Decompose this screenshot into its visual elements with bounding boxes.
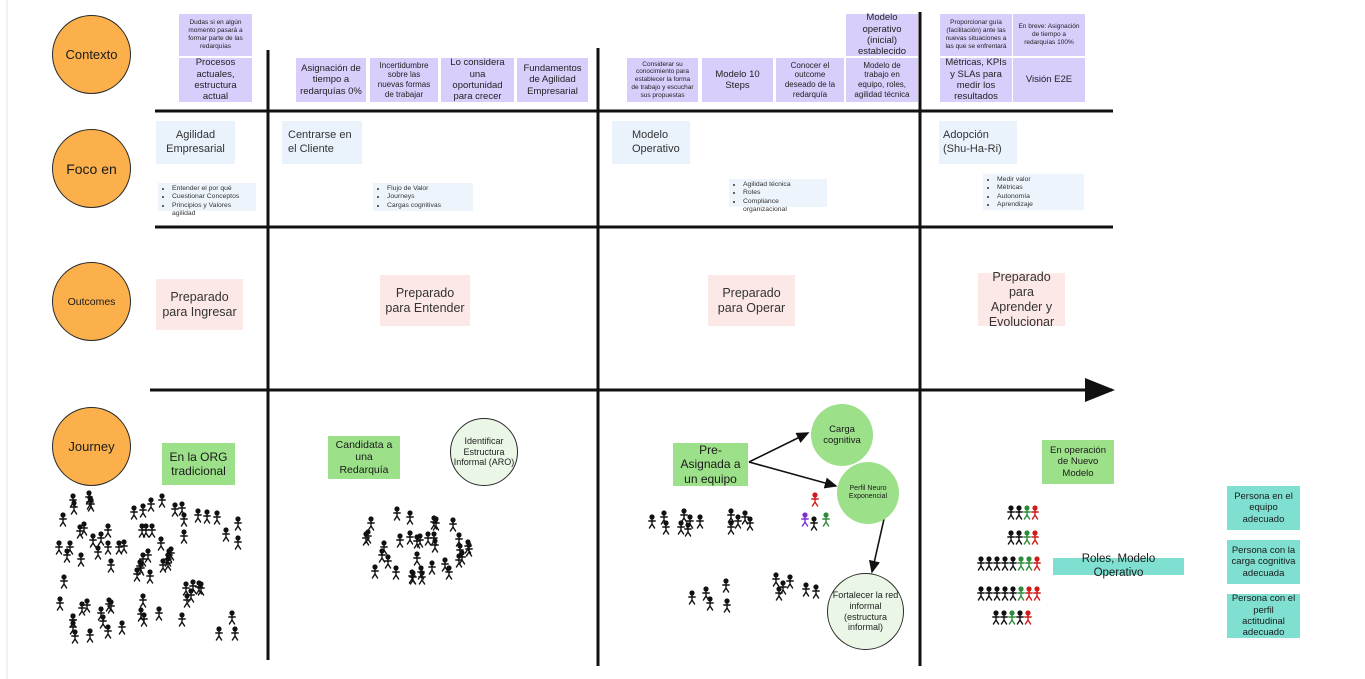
focus-list: Flujo de Valor Journeys Cargas cognitiva…	[373, 183, 473, 211]
arrow-to-fortalecer	[869, 518, 885, 574]
context-sticky: Modelo operativo (inicial) establecido	[846, 12, 918, 57]
focus-list: Medir valor Métricas Autonomía Aprendiza…	[983, 174, 1084, 210]
legend-item: Persona con la carga cognitiva adecuada	[1227, 540, 1300, 584]
focus-list-item: Cuestionar Conceptos	[172, 193, 252, 201]
focus-list-item: Agilidad técnica	[743, 181, 823, 189]
legend-item: Persona con el perfil actitudinal adecua…	[1227, 593, 1300, 638]
arrow-to-carga	[748, 432, 810, 463]
context-sticky: En breve: Asignación de tiempo a redarqu…	[1013, 14, 1085, 56]
focus-list-item: Aprendizaje	[997, 201, 1080, 209]
focus-list-item: Roles	[743, 189, 823, 197]
carga-node: Carga cognitiva	[811, 404, 873, 466]
focus-title: Modelo Operativo	[612, 121, 690, 164]
focus-list-item: Métricas	[997, 184, 1080, 192]
journey-stage: En la ORG tradicional	[162, 443, 235, 485]
legend-item: Persona en el equipo adecuado	[1227, 486, 1300, 530]
focus-list: Agilidad técnica Roles Compliance organi…	[729, 179, 827, 213]
context-sticky: Incertidumbre sobre las nuevas formas de…	[370, 58, 438, 102]
journey-stage: Pre-Asignada a un equipo	[673, 443, 748, 486]
context-sticky: Asignación de tiempo a redarquías 0%	[296, 58, 366, 102]
outcome-sticky: Preparado para Aprender y Evolucionar	[978, 270, 1065, 329]
lane-journey: Journey	[52, 407, 131, 486]
lane-contexto: Contexto	[52, 15, 131, 94]
context-sticky: Procesos actuales, estructura actual	[179, 57, 252, 102]
context-sticky: Proporcionar guía (facilitación) ante la…	[940, 14, 1012, 56]
context-sticky: Fundamentos de Agilidad Empresarial	[517, 58, 588, 102]
aro-node: Identificar Estructura Informal (ARO)	[450, 418, 518, 486]
arrow-to-perfil	[748, 461, 838, 489]
context-sticky: Dudas si en algún momento pasará a forma…	[179, 14, 252, 56]
focus-list: Entender el por qué Cuestionar Conceptos…	[158, 183, 256, 217]
lane-foco: Foco en	[52, 129, 131, 208]
focus-title: Agilidad Empresarial	[156, 121, 235, 164]
outcome-sticky: Preparado para Ingresar	[156, 279, 243, 330]
focus-list-item: Principios y Valores agilidad	[172, 202, 252, 219]
perfil-node: Perfil Neuro Exponencial	[837, 462, 899, 524]
journey-stage: En operación de Nuevo Modelo	[1042, 440, 1114, 484]
context-sticky: Lo considera una oportunidad para crecer	[441, 57, 514, 102]
context-sticky: Considerar su conocimiento para establec…	[627, 58, 698, 102]
focus-list-item: Flujo de Valor	[387, 185, 469, 193]
focus-title: Centrarse en el Cliente	[282, 121, 362, 164]
lane-outcomes: Outcomes	[52, 262, 131, 341]
focus-list-item: Compliance organizacional	[743, 198, 823, 215]
outcome-sticky: Preparado para Entender	[380, 275, 470, 326]
context-sticky: Métricas, KPIs y SLAs para medir los res…	[940, 57, 1012, 102]
focus-list-item: Medir valor	[997, 176, 1080, 184]
journey-stage: Candidata a una Redarquía	[328, 436, 400, 479]
focus-list-item: Entender el por qué	[172, 185, 252, 193]
focus-list-item: Autonomía	[997, 193, 1080, 201]
outcome-sticky: Preparado para Operar	[708, 275, 795, 326]
focus-list-item: Cargas cognitivas	[387, 202, 469, 210]
context-sticky: Conocer el outcome deseado de la redarqu…	[776, 58, 844, 102]
fortalecer-node: Fortalecer la red informal (estructura i…	[827, 573, 904, 650]
focus-title: Adopción (Shu-Ha-Ri)	[939, 121, 1017, 164]
context-sticky: Modelo de trabajo en equipo, roles, agil…	[846, 58, 918, 102]
context-sticky: Modelo 10 Steps	[702, 58, 773, 102]
roles-label: Roles, Modelo Operativo	[1053, 553, 1184, 579]
focus-list-item: Journeys	[387, 193, 469, 201]
context-sticky: Visión E2E	[1013, 58, 1085, 102]
